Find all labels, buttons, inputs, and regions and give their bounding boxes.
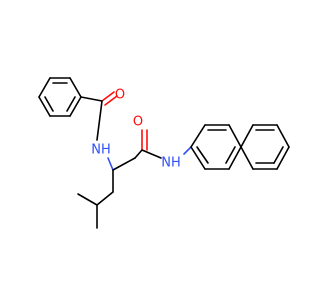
nh-label-left: NH (91, 143, 111, 158)
leucine-backbone (77, 157, 136, 229)
molecule-canvas: O NH O NH (38, 77, 290, 229)
benzoyl-carbonyl (80, 91, 118, 141)
n-aryl-bond (183, 146, 192, 155)
oxygen-label-benzoyl: O (115, 88, 125, 103)
nh-label-right: NH (161, 156, 181, 171)
amide-carbonyl (134, 129, 162, 159)
phenyl-ring (38, 77, 82, 117)
structure-diagram: O NH O NH (38, 77, 290, 229)
naphthalene-ring (190, 124, 290, 170)
oxygen-label-amide: O (133, 115, 143, 130)
